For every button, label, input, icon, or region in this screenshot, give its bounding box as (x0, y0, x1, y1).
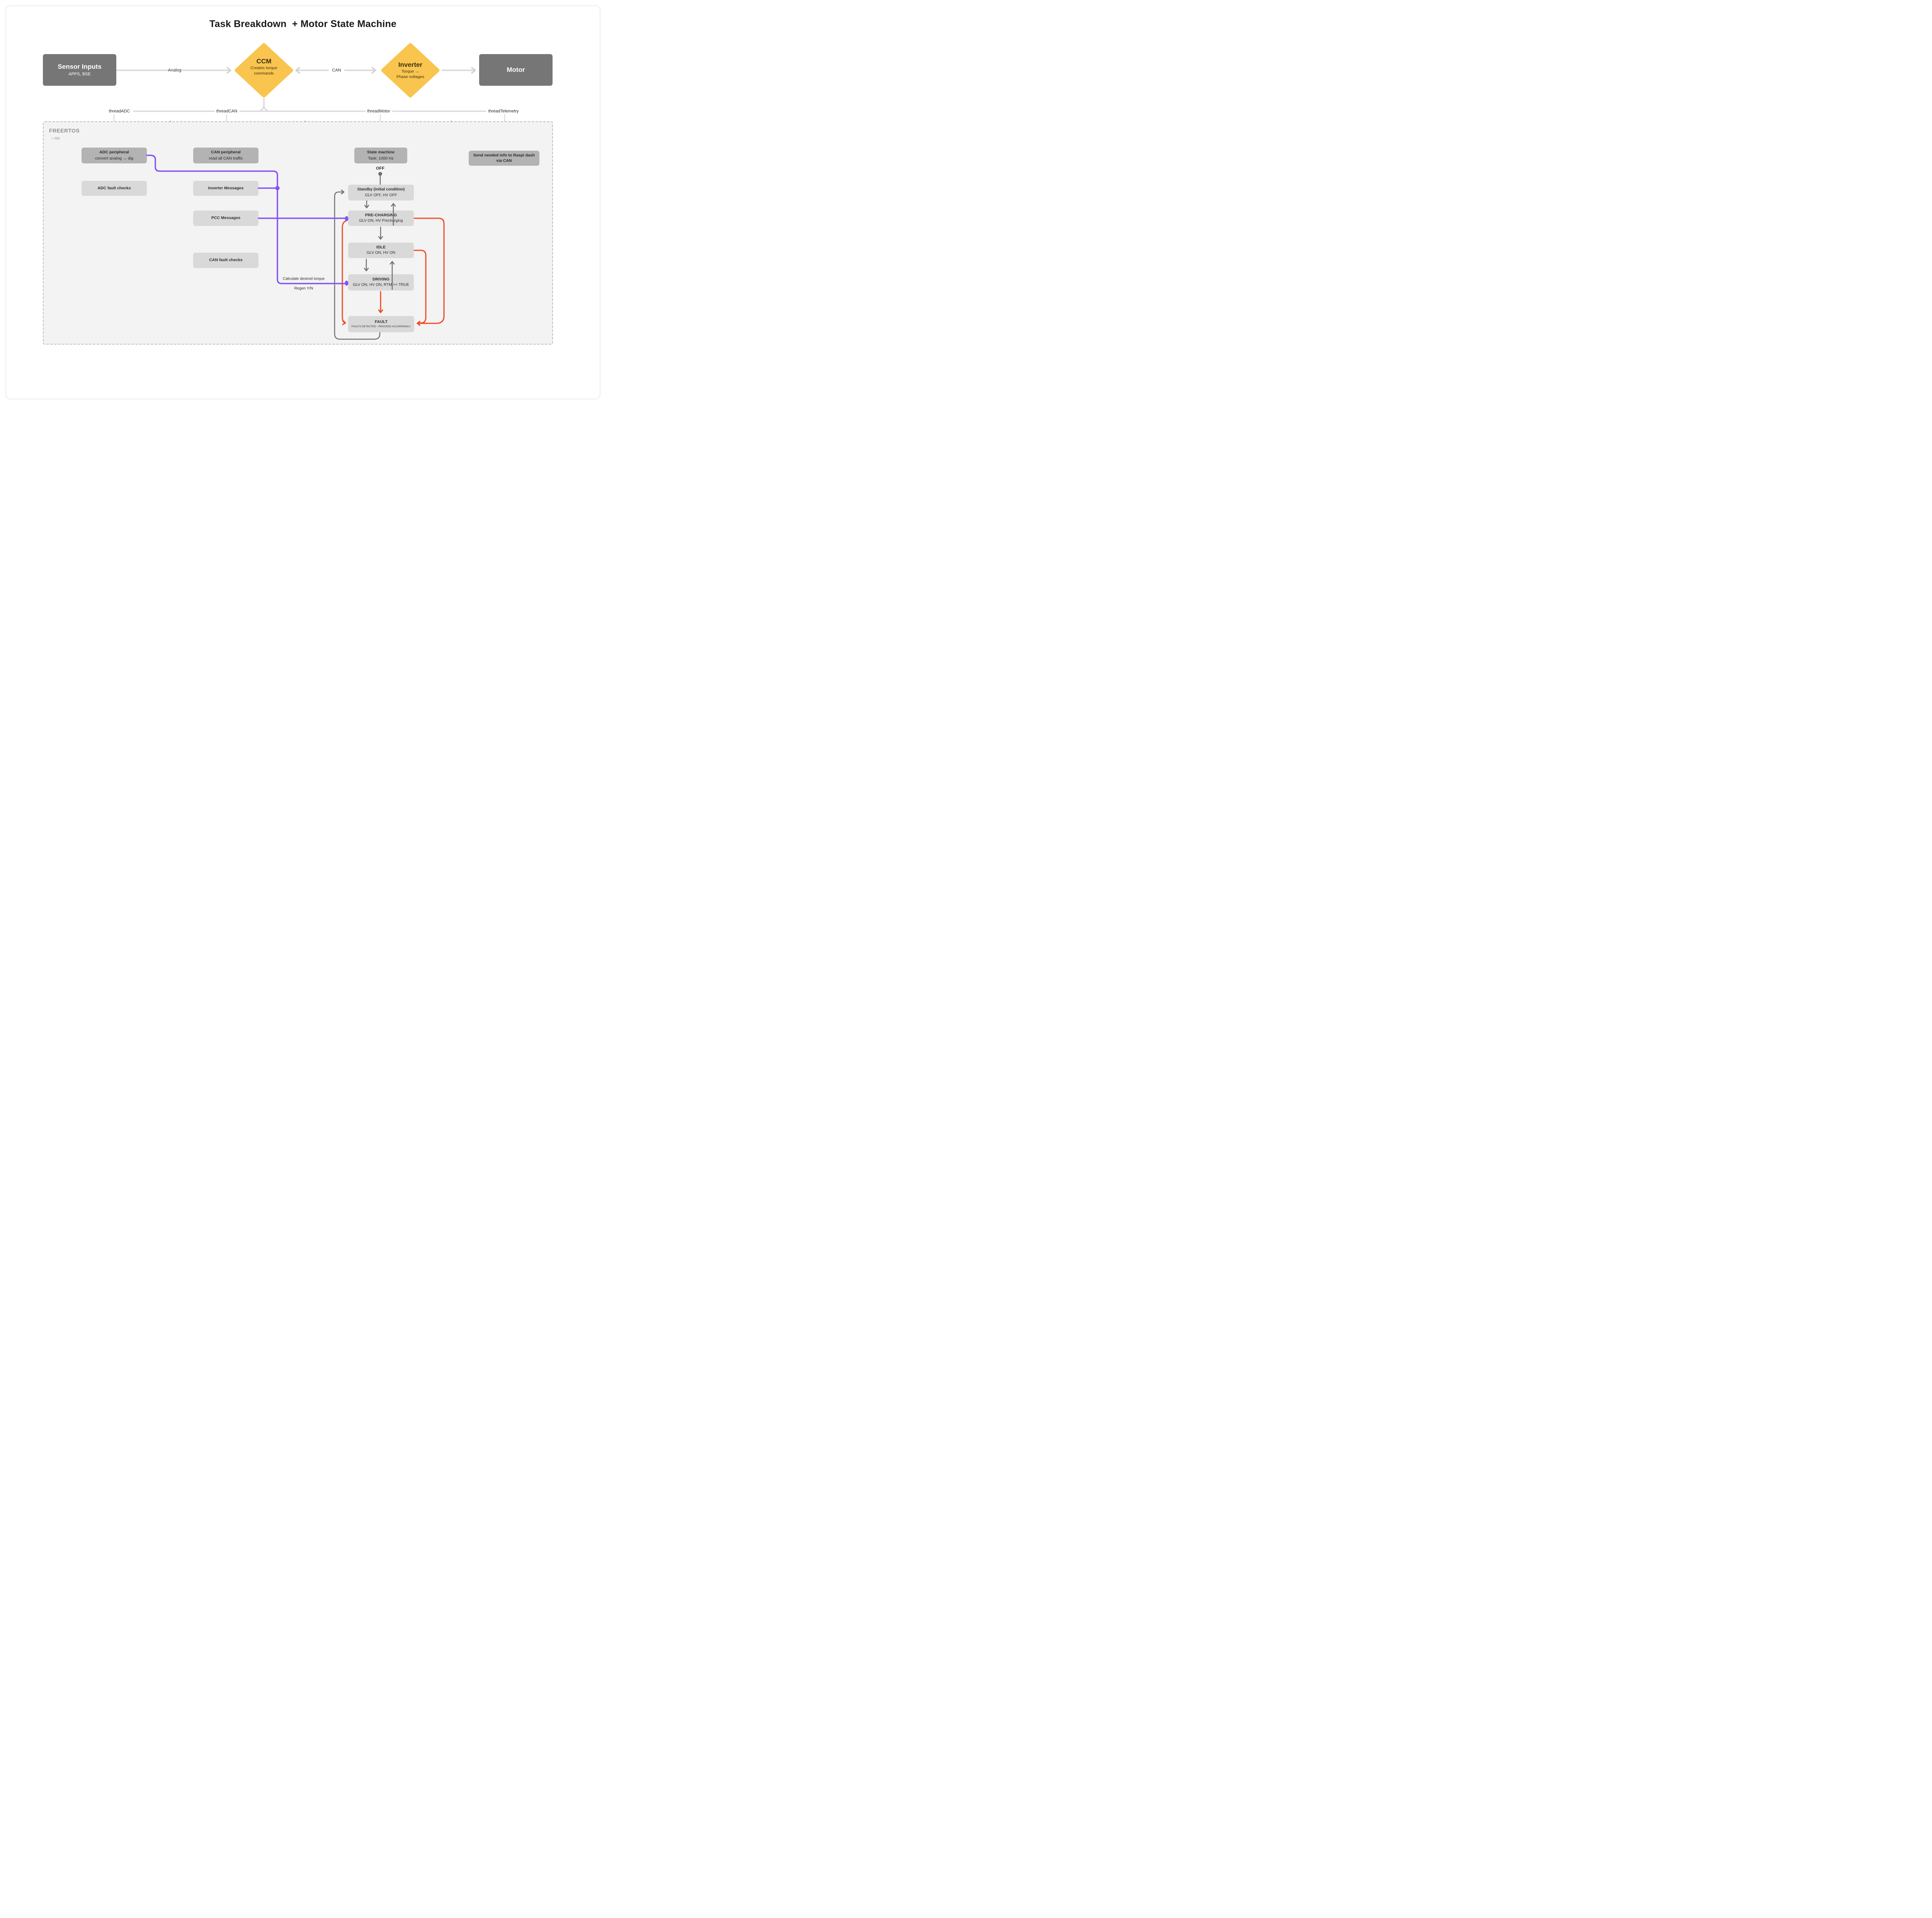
telemetry-title: Send needed info to Raspi dash via CAN (473, 153, 535, 163)
telemetry-box: Send needed info to Raspi dash via CAN (469, 151, 539, 166)
can-label: CAN (332, 68, 341, 73)
inverter-subtitle-line2: Phase voltages (396, 75, 424, 80)
state-fault-title: FAULT (374, 319, 388, 324)
off-label: OFF (376, 166, 384, 171)
adc-peripheral-subtitle: convert analog → dig (95, 156, 134, 161)
sensor-inputs-box: Sensor Inputs APPS, BSE (43, 54, 116, 86)
inverter-diamond: Inverter Torque → Phase voltages (381, 43, 440, 98)
motor-box: Motor (479, 54, 553, 86)
thread-motor-label: threadMotor (367, 109, 390, 114)
adc-peripheral-box: ADC peripheral convert analog → dig (82, 148, 147, 163)
torque-note-line1: Calculate desired torque (282, 277, 325, 281)
can-peripheral-box: CAN peripheral read all CAN traffic (193, 148, 259, 163)
state-driving-title: DRIVING (372, 277, 389, 282)
state-standby-subtitle: GLV OFF, HV OFF (365, 193, 397, 197)
can-peripheral-title: CAN peripheral (211, 150, 241, 155)
state-machine-task-subtitle: Task: 1000 Hz (368, 156, 394, 161)
pcc-messages-box: PCC Messages (193, 211, 259, 226)
state-driving-subtitle: GLV ON, HV ON, RTM == TRUE (353, 283, 409, 287)
state-idle-subtitle: GLV ON, HV ON (366, 251, 396, 255)
state-standby-box: Standby (initial condition) GLV OFF, HV … (348, 185, 414, 200)
state-standby-title: Standby (initial condition) (357, 187, 405, 192)
can-fault-checks-box: CAN fault checks (193, 253, 259, 268)
sensor-inputs-subtitle: APPS, BSE (68, 72, 91, 77)
torque-note-line2: Regen Y/N (294, 286, 313, 291)
thread-telemetry-label: threadTelemetry (488, 109, 519, 114)
page-border (5, 5, 600, 399)
thread-can-label: threadCAN (216, 109, 238, 114)
ccm-diamond: CCM Creates torque commands (235, 43, 293, 98)
state-driving-box: DRIVING GLV ON, HV ON, RTM == TRUE (348, 274, 414, 291)
state-machine-task-title: State machine (367, 150, 395, 155)
can-peripheral-subtitle: read all CAN traffic (209, 156, 243, 161)
state-idle-title: IDLE (376, 245, 386, 250)
thread-adc-label: threadADC (109, 109, 130, 114)
page-title: Task Breakdown + Motor State Machine (209, 19, 397, 29)
sensor-inputs-title: Sensor Inputs (58, 63, 102, 70)
pcc-messages-title: PCC Messages (211, 216, 241, 221)
ccm-subtitle: Creates torque commands (250, 66, 277, 76)
state-precharging-subtitle: GLV ON, HV Precharging (359, 219, 403, 223)
inverter-subtitle-line1: Torque → (401, 69, 419, 74)
freertos-subtitle: + ISR (51, 136, 60, 140)
state-precharging-title: PRE-CHARGING (365, 213, 397, 218)
inverter-messages-box: Inverter Messages (193, 181, 259, 196)
can-fault-checks-title: CAN fault checks (209, 258, 243, 263)
adc-fault-checks-box: ADC fault checks (82, 181, 147, 196)
adc-peripheral-title: ADC peripheral (99, 150, 129, 155)
inverter-diamond-shape (381, 43, 440, 98)
motor-title: Motor (507, 66, 525, 74)
state-machine-task-box: State machine Task: 1000 Hz (354, 148, 407, 163)
adc-fault-checks-title: ADC fault checks (97, 185, 131, 190)
diagram-canvas: Task Breakdown + Motor State Machine (0, 0, 606, 405)
state-fault-subtitle: FAULTS DETECTED - PROCEED ACCORDINGLY (351, 325, 411, 328)
analog-label: Analog (168, 68, 182, 73)
freertos-title: FREERTOS (49, 127, 80, 134)
state-fault-box: FAULT FAULTS DETECTED - PROCEED ACCORDIN… (348, 316, 414, 332)
inverter-title: Inverter (398, 61, 423, 69)
state-idle-box: IDLE GLV ON, HV ON (348, 243, 414, 258)
inverter-messages-title: Inverter Messages (208, 185, 244, 190)
ccm-title: CCM (256, 58, 272, 65)
ccm-diamond-shape (235, 43, 293, 98)
state-precharging-box: PRE-CHARGING GLV ON, HV Precharging (348, 211, 414, 226)
